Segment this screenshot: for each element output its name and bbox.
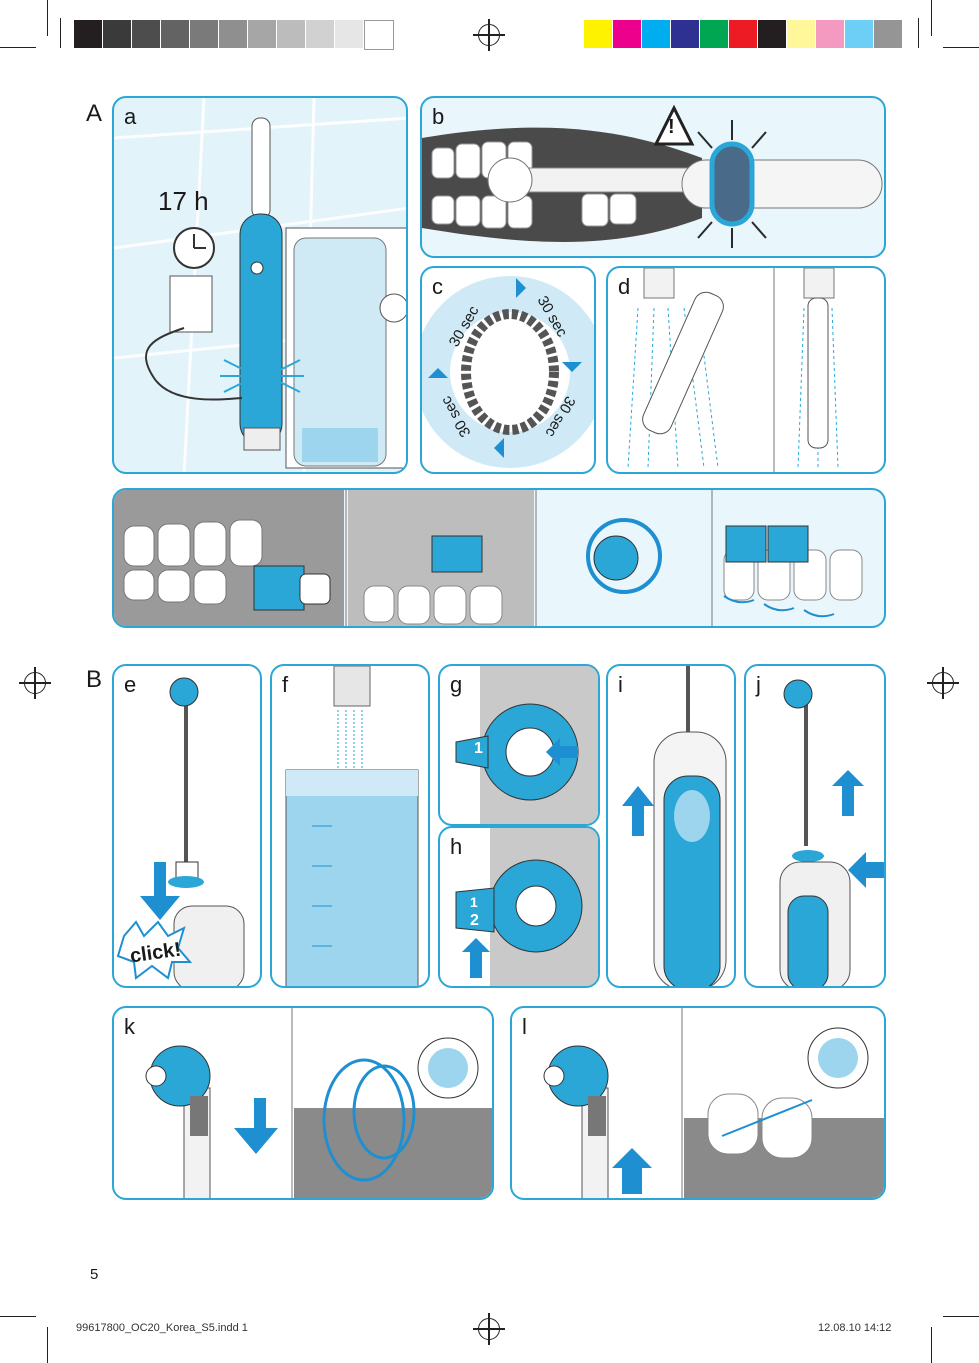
- color-swatch: [161, 20, 189, 48]
- crop-mark: [47, 0, 48, 36]
- color-swatch: [190, 20, 218, 48]
- panel-label-h: h: [450, 834, 463, 859]
- crop-mark: [47, 1327, 48, 1363]
- registration-mark-icon: [473, 1313, 505, 1345]
- charge-time-label: 17 h: [158, 186, 209, 216]
- panel-label-b: b: [432, 104, 445, 129]
- page-number: 5: [90, 1266, 99, 1283]
- panel-label-i: i: [618, 672, 623, 697]
- rotation-mode-illustration: [145, 1008, 492, 1198]
- grayscale-color-bar: [74, 0, 394, 60]
- color-swatch: [874, 20, 902, 48]
- panel-h-mode-2: h 1 2: [438, 826, 600, 988]
- color-swatch: [248, 20, 276, 48]
- crop-mark: [943, 1316, 979, 1317]
- mode-number-1: 1: [474, 740, 483, 757]
- pressure-warning-illustration: [422, 104, 883, 248]
- remove-nozzle-illustration: [779, 679, 884, 986]
- panel-label-k: k: [124, 1014, 135, 1039]
- jet-mode-illustration: [543, 1008, 884, 1198]
- color-swatch: [132, 20, 160, 48]
- panel-label-l: l: [522, 1014, 527, 1039]
- color-swatch: [787, 20, 815, 48]
- panel-label-g: g: [450, 672, 463, 697]
- color-swatch: [613, 20, 641, 48]
- footer-filename: 99617800_OC20_Korea_S5.indd 1: [76, 1322, 248, 1334]
- panel-l-jet-mode: l: [510, 1006, 886, 1200]
- attach-nozzle-illustration: [116, 677, 245, 986]
- quadrant-timer-illustration: [422, 276, 594, 468]
- panel-label-e: e: [124, 672, 137, 697]
- panel-c-quadrant-timer: c 30 sec 30 sec 30 sec 30 sec: [420, 266, 596, 474]
- crop-mark: [943, 47, 979, 48]
- process-color-bar: [584, 0, 904, 60]
- panel-g-mode-1: g 1: [438, 664, 600, 826]
- panel-i-hold-handle: i: [606, 664, 736, 988]
- mode-two-illustration: [455, 828, 598, 986]
- color-swatch: [584, 20, 612, 48]
- registration-mark-icon: [19, 667, 51, 699]
- panel-label-f: f: [282, 672, 289, 697]
- mode-number-2: 2: [470, 912, 479, 929]
- panel-j-remove-nozzle: j: [744, 664, 886, 988]
- color-swatch: [74, 20, 102, 48]
- color-swatch: [700, 20, 728, 48]
- panel-b-pressure-warning: b !: [420, 96, 886, 258]
- color-swatch: [335, 20, 363, 48]
- fill-reservoir-illustration: [285, 666, 419, 986]
- crop-mark: [60, 18, 61, 48]
- color-swatch: [364, 20, 394, 50]
- brushing-technique-illustration: [114, 490, 863, 626]
- crop-mark: [918, 18, 919, 48]
- color-swatch: [306, 20, 334, 48]
- mode-one-illustration: [455, 666, 598, 824]
- panel-k-rotation-mode: k: [112, 1006, 494, 1200]
- crop-mark: [931, 1327, 932, 1363]
- section-label-a: A: [86, 100, 103, 127]
- charging-illustration: [114, 98, 406, 472]
- panel-label-c: c: [432, 274, 443, 299]
- color-swatch: [729, 20, 757, 48]
- panel-brushing-technique: [112, 488, 886, 628]
- color-swatch: [816, 20, 844, 48]
- panel-e-attach-nozzle: e click!: [112, 664, 262, 988]
- panel-label-j: j: [756, 672, 761, 697]
- registration-mark-icon: [473, 19, 505, 51]
- color-swatch: [103, 20, 131, 48]
- color-swatch: [642, 20, 670, 48]
- panel-a-charging: a 17 h: [112, 96, 408, 474]
- footer-date-time: 12.08.10 14:12: [818, 1322, 892, 1334]
- panel-f-fill-reservoir: f: [270, 664, 430, 988]
- color-swatch: [219, 20, 247, 48]
- rinse-brush-illustration: [627, 268, 839, 472]
- color-swatch: [845, 20, 873, 48]
- panel-label-a: a: [124, 104, 137, 129]
- panel-d-rinse-brush: d: [606, 266, 886, 474]
- color-swatch: [277, 20, 305, 48]
- hold-handle-illustration: [622, 666, 727, 986]
- color-swatch: [671, 20, 699, 48]
- crop-mark: [0, 1316, 36, 1317]
- warning-icon: !: [668, 116, 675, 138]
- section-label-b: B: [86, 666, 103, 693]
- crop-mark: [931, 0, 932, 36]
- crop-mark: [0, 47, 36, 48]
- mode-number-1-small: 1: [470, 894, 478, 910]
- registration-mark-icon: [927, 667, 959, 699]
- panel-label-d: d: [618, 274, 631, 299]
- color-swatch: [758, 20, 786, 48]
